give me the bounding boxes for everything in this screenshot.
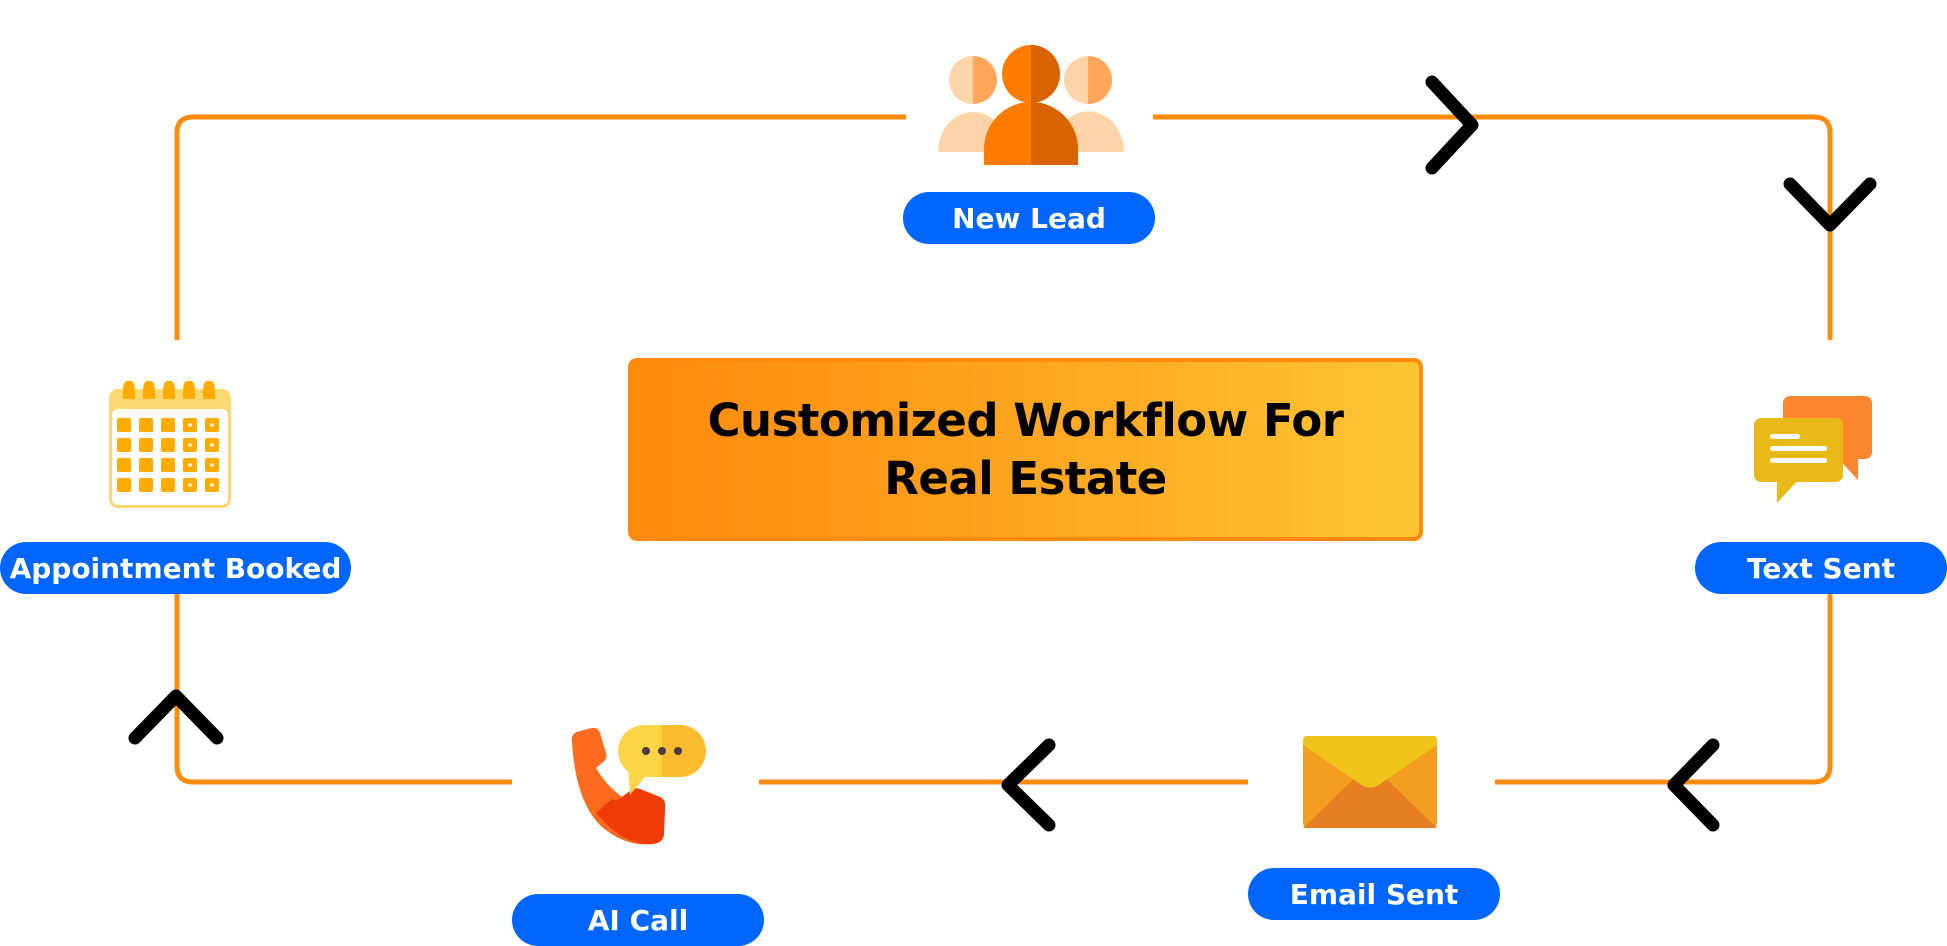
connector-lead-to-text (1153, 114, 1833, 340)
workflow-title-box: Customized Workflow For Real Estate (628, 358, 1423, 541)
step-label-new-lead: New Lead (903, 192, 1155, 244)
arrow-down-icon (1783, 177, 1877, 232)
step-label-text-sent: Text Sent (1695, 542, 1947, 594)
step-label-email-sent: Email Sent (1248, 868, 1500, 920)
phone-call-icon (571, 725, 706, 845)
people-group-icon (938, 45, 1124, 165)
connector-appointment-to-lead (174, 114, 906, 340)
chat-bubbles-icon (1754, 396, 1872, 503)
step-label-ai-call: AI Call (512, 894, 764, 946)
arrow-left-icon (1667, 738, 1720, 832)
arrow-up-icon (128, 689, 224, 745)
calendar-day-grid (117, 418, 219, 492)
calendar-icon (109, 381, 231, 508)
arrow-right-icon (1425, 75, 1479, 175)
workflow-title-line-2: Real Estate (884, 451, 1167, 505)
envelope-icon (1303, 736, 1437, 828)
step-label-appointment-booked: Appointment Booked (0, 542, 351, 594)
workflow-title-line-1: Customized Workflow For (707, 393, 1344, 447)
arrow-left-icon (1001, 738, 1056, 832)
connector-text-to-email (1495, 594, 1833, 785)
connector-call-to-appointment (174, 594, 512, 785)
